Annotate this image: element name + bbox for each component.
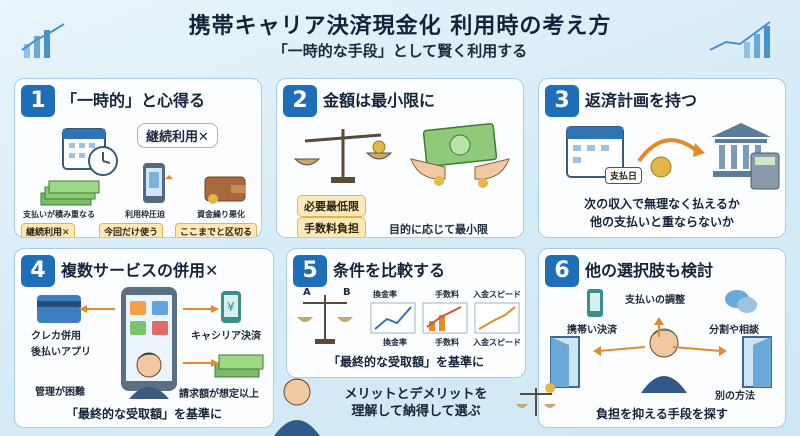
card-title: 返済計画を持つ xyxy=(585,91,698,110)
wallet-icon xyxy=(204,176,246,204)
page-subtitle: 「一時的な手段」として賢く利用する xyxy=(272,42,528,60)
label-purpose-minimum: 目的に応じて最小限 xyxy=(389,223,488,236)
tag-fee-burden: 手数料負担 xyxy=(297,217,366,237)
ab-scale-icon xyxy=(297,295,353,344)
footer-message: メリットとデメリットを 理解して納得して選ぶ xyxy=(316,386,516,420)
label-speed-bottom: 入金スピード xyxy=(473,338,521,347)
tag-no-continuous: 継続利用✕ xyxy=(21,223,75,237)
tag-set-limit: ここまでと区切る xyxy=(175,223,258,237)
calendar-icon xyxy=(566,126,624,178)
card-no-multiple-services: 4 複数サービスの併用✕ ¥ クレカ併用 後払いアプリ キャシリア決済 管理が困… xyxy=(14,248,274,428)
credit-card-icon xyxy=(37,295,81,323)
card-minimum-amount: 2 金額は最小限に 必要最低限 手数料負担 目的に応じて最小限 xyxy=(276,78,524,238)
phone-icon xyxy=(143,163,173,203)
card-number: 5 xyxy=(293,255,327,287)
label-other-method: 別の方法 xyxy=(715,391,755,402)
calendar-clock-icon xyxy=(62,128,118,176)
label-b: B xyxy=(343,287,351,298)
card-number: 6 xyxy=(545,255,579,287)
card-title: 金額は最小限に xyxy=(323,91,436,110)
thinking-person-center-icon xyxy=(641,328,687,393)
flow-arrows-icon xyxy=(79,305,219,367)
line-next-income: 次の収入で無理なく払えるか xyxy=(584,197,740,211)
chat-bubbles-icon xyxy=(725,290,757,313)
label-fee-bottom: 手数料 xyxy=(435,338,459,347)
card-compare-conditions: 5 条件を比較する A B 換金率 手数料 入金スピード 換金率 手数料 入金ス… xyxy=(286,248,526,378)
line-no-overlap: 他の支払いと重ならないか xyxy=(589,215,734,229)
label-over-expected: 請求額が想定以上 xyxy=(179,389,259,400)
card-title: 他の選択肢も検討 xyxy=(585,261,714,280)
card-title: 条件を比較する xyxy=(333,261,446,280)
label-mobile-pay: 携帯い決済 xyxy=(567,325,617,336)
coin-scale-icon xyxy=(516,383,556,416)
card-number: 3 xyxy=(545,85,579,117)
tag-payment-day: 支払日 xyxy=(605,167,643,184)
thinking-man-icon xyxy=(274,378,320,436)
label-cashflow: 資金繰り悪化 xyxy=(197,210,245,219)
label-rate-bottom: 換金率 xyxy=(383,338,407,347)
footer-line-1: メリットとデメリットを xyxy=(344,387,488,402)
label-bnpl-app: 後払いアプリ xyxy=(31,347,91,358)
cash-hands-icon xyxy=(410,122,510,188)
label-carrier-billing: キャシリア決済 xyxy=(191,331,261,342)
balance-scale-icon xyxy=(293,129,393,183)
page-title: 携帯キャリア決済現金化 利用時の考え方 xyxy=(188,14,612,39)
footer-line-2: 理解して納得して選ぶ xyxy=(351,404,481,419)
card-number: 1 xyxy=(21,85,55,117)
coin-arrow-icon xyxy=(637,138,705,178)
comparison-charts-icon xyxy=(370,302,520,334)
card-other-options: 6 他の選択肢も検討 支払いの調整 携帯い決済 分割や相談 別の方法 負担を抑え… xyxy=(538,248,786,428)
mobile-icon xyxy=(587,289,603,317)
right-door-icon xyxy=(742,336,772,388)
label-hard-to-manage: 管理が困難 xyxy=(35,387,85,398)
card4-bottom-line: 「最終的な受取額」を基準に xyxy=(65,407,222,421)
bank-icon xyxy=(711,123,780,190)
option-arrows-icon xyxy=(593,317,727,356)
label-a: A xyxy=(303,287,311,298)
label-installment-consult: 分割や相談 xyxy=(709,325,759,336)
decor-chart-icon xyxy=(21,23,65,58)
card6-bottom-line: 負担を抑える手段を探す xyxy=(596,407,728,421)
card-number: 2 xyxy=(283,85,317,117)
cash-bundle-icon xyxy=(214,354,264,378)
card-title: 複数サービスの併用✕ xyxy=(61,261,219,280)
label-speed-top: 入金スピード xyxy=(473,290,521,299)
label-limit: 利用枠圧迫 xyxy=(125,210,165,219)
mobile-pay-icon: ¥ xyxy=(221,291,241,323)
thinking-person-icon xyxy=(129,352,169,399)
tag-minimum-need: 必要最低限 xyxy=(297,195,366,217)
tag-this-time-only: 今回だけ使う xyxy=(99,223,164,237)
card-title: 「一時的」と心得る xyxy=(61,91,206,110)
money-stack-icon xyxy=(40,180,100,206)
bubble-no-continuous: 継続利用✕ xyxy=(137,123,218,148)
phone-hub-icon xyxy=(121,287,177,391)
label-accumulate: 支払いが積み重なる xyxy=(23,210,95,219)
label-rate-top: 換金率 xyxy=(373,290,397,299)
card-number: 4 xyxy=(21,255,55,287)
card-temporary: 1 「一時的」と心得る 継続利用✕ 支払いが積み重なる 利用枠圧迫 資金繰り悪化… xyxy=(14,78,262,238)
label-payment-adjust: 支払いの調整 xyxy=(625,295,685,306)
card-repayment-plan: 3 返済計画を持つ 支払日 次の収入で無理なく払えるか 他の支払いと重ならないか xyxy=(538,78,786,238)
decor-chart-icon-right xyxy=(709,21,771,58)
label-fee-top: 手数料 xyxy=(435,290,459,299)
svg-text:¥: ¥ xyxy=(227,300,235,314)
left-door-icon xyxy=(550,336,580,388)
card5-bottom-line: 「最終的な受取額」を基準に xyxy=(327,355,484,369)
label-credit-card: クレカ併用 xyxy=(31,331,81,342)
